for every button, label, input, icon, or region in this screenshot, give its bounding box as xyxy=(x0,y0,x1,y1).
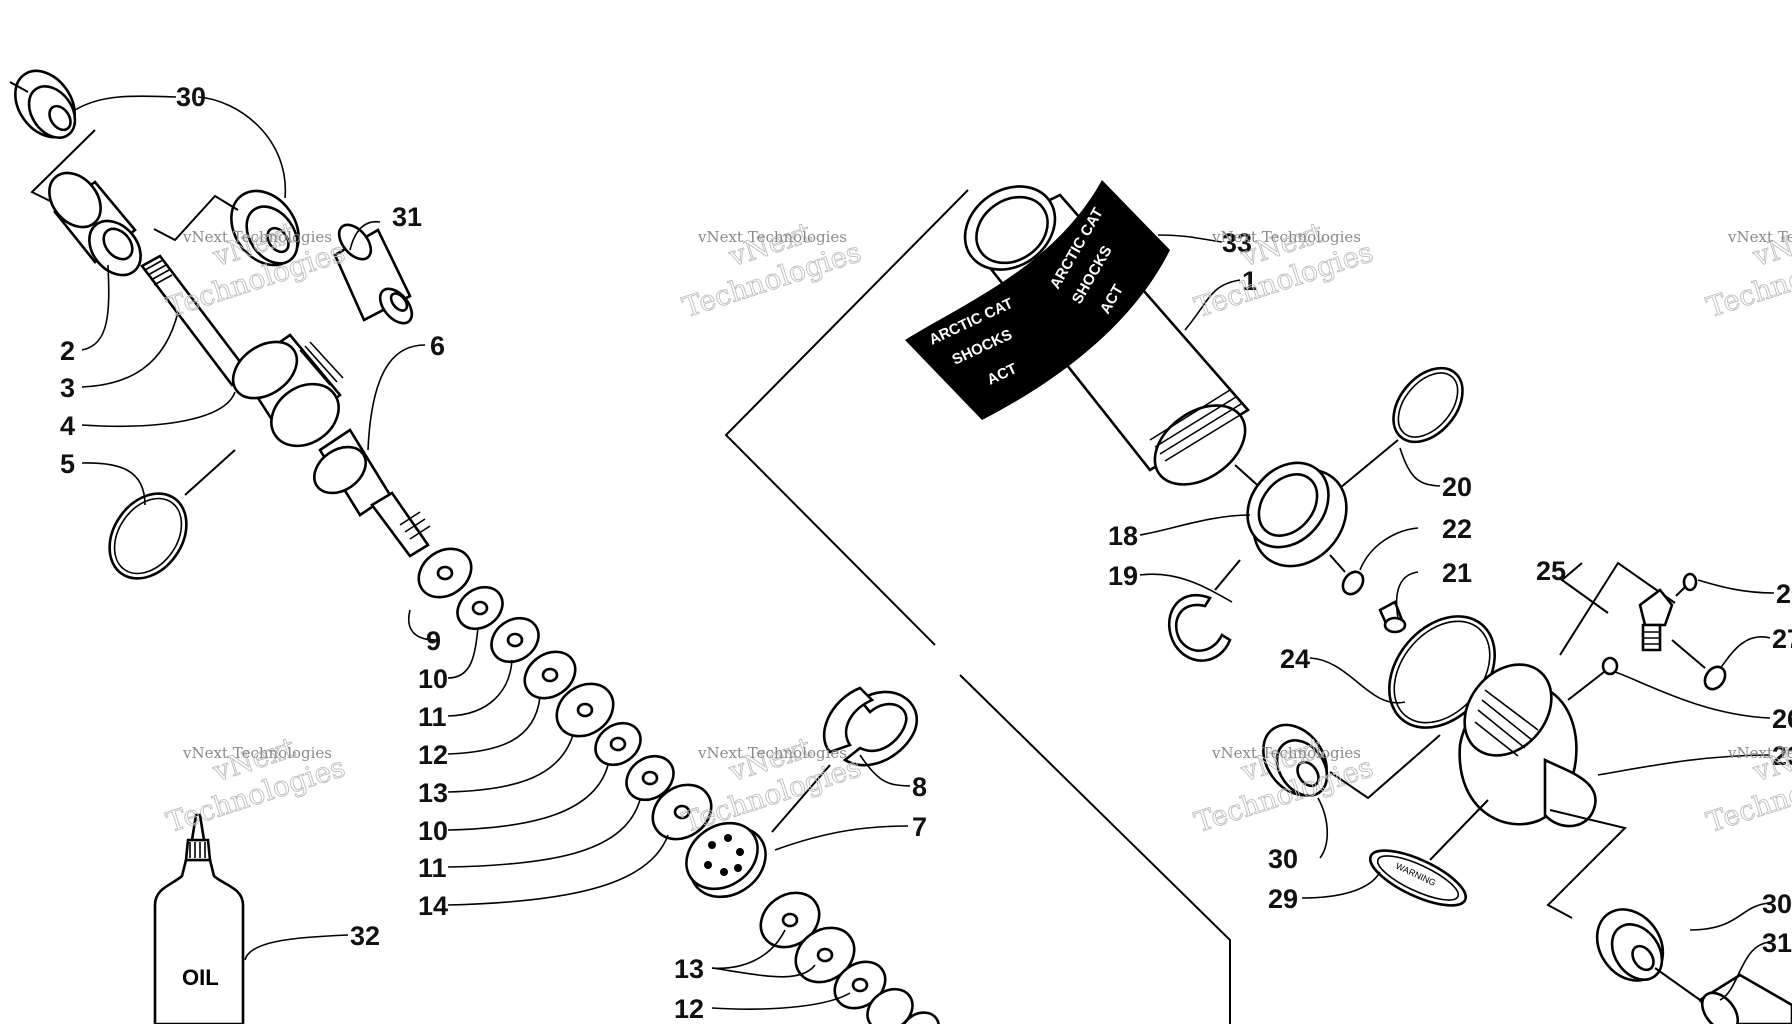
callout-2: 2 xyxy=(60,336,75,366)
callout-25: 25 xyxy=(1536,556,1566,586)
callout-14: 14 xyxy=(418,891,448,921)
callout-27: 27 xyxy=(1772,624,1792,654)
callout-21: 21 xyxy=(1442,558,1472,588)
callout-29: 29 xyxy=(1268,884,1298,914)
warning-label-29: WARNING xyxy=(1368,849,1468,907)
o-ring-5 xyxy=(108,492,188,580)
callout-22: 22 xyxy=(1442,514,1472,544)
callout-11b: 11 xyxy=(418,853,447,883)
callout-6: 6 xyxy=(430,331,445,361)
callout-13a: 13 xyxy=(418,778,448,808)
callout-19: 19 xyxy=(1108,561,1138,591)
callout-26: 26 xyxy=(1772,704,1792,734)
sleeve-31 xyxy=(333,223,414,325)
watermark-7-small: vNext Technologies xyxy=(1211,744,1361,762)
callout-10a: 10 xyxy=(418,664,448,694)
watermark-2: vNext Technologies xyxy=(678,215,865,324)
callout-24: 24 xyxy=(1280,644,1310,674)
bracket-line xyxy=(724,189,969,646)
callout-23: 23 xyxy=(1772,741,1792,771)
bumper-6 xyxy=(313,428,431,558)
sleeve-bottom-right xyxy=(1698,973,1792,1024)
shim-stack xyxy=(417,547,713,841)
callout-31a: 31 xyxy=(392,202,422,232)
bushing-2 xyxy=(48,171,142,277)
plug-26 xyxy=(1601,656,1619,676)
watermark-5: vNext Technologies xyxy=(162,730,349,839)
bushing-top-right xyxy=(230,189,300,267)
callout-12b: 12 xyxy=(674,994,704,1024)
callout-3: 3 xyxy=(60,373,75,403)
watermark-8: vNext Technologies xyxy=(1702,730,1792,839)
leader-lines xyxy=(74,95,1775,1010)
callout-11a: 11 xyxy=(418,702,447,732)
screw-21 xyxy=(1378,600,1407,634)
callout-12a: 12 xyxy=(418,740,448,770)
bearing-18 xyxy=(1246,461,1348,568)
callout-33: 33 xyxy=(1222,228,1252,258)
o-ring-27 xyxy=(1703,665,1727,691)
watermark-5-small: vNext Technologies xyxy=(182,744,332,762)
shock-body-assembly: ARCTIC CAT SHOCKS ACT ARCTIC CAT SHOCKS … xyxy=(905,180,1792,1024)
callout-30c: 30 xyxy=(1762,889,1792,919)
valve-fitting xyxy=(1638,588,1674,652)
callout-20: 20 xyxy=(1442,472,1472,502)
callout-1: 1 xyxy=(1242,266,1257,296)
split-ring-19 xyxy=(1167,594,1232,662)
callout-31b: 31 xyxy=(1762,928,1792,958)
bushing-right-middle xyxy=(1262,723,1329,797)
seal-housing-4 xyxy=(231,333,344,448)
callout-4: 4 xyxy=(60,411,75,441)
callout-30a: 30 xyxy=(176,82,206,112)
watermark-8-small: vNext Technologies xyxy=(1727,744,1792,762)
oil-label: OIL xyxy=(182,965,219,990)
callout-9: 9 xyxy=(426,626,441,656)
piston-ring-8 xyxy=(822,686,918,767)
shaft-assembly: OIL xyxy=(9,69,941,1024)
reservoir-cap-23 xyxy=(1458,663,1597,828)
screw-28 xyxy=(1675,572,1698,597)
callout-13b: 13 xyxy=(674,954,704,984)
callout-10b: 10 xyxy=(418,816,448,846)
bushing-bottom-right xyxy=(1595,908,1665,982)
callouts: 30 31 2 3 4 5 6 9 10 11 12 13 10 11 14 8… xyxy=(60,82,1792,1024)
watermark-4: vNext Technologies xyxy=(1702,215,1792,324)
o-ring-20 xyxy=(1392,366,1464,444)
callout-5: 5 xyxy=(60,449,75,479)
callout-8: 8 xyxy=(912,772,927,802)
watermark-3-small: vNext Technologies xyxy=(1211,228,1361,246)
o-ring-22 xyxy=(1341,570,1365,596)
callout-18: 18 xyxy=(1108,521,1138,551)
watermark-2-small: vNext Technologies xyxy=(697,228,847,246)
piston-7 xyxy=(685,821,767,899)
oil-bottle-32: OIL xyxy=(153,813,245,1024)
callout-28: 28 xyxy=(1776,579,1792,609)
callout-30b: 30 xyxy=(1268,844,1298,874)
watermark-6-small: vNext Technologies xyxy=(697,744,847,762)
callout-32: 32 xyxy=(350,921,380,951)
watermark-3: vNext Technologies xyxy=(1190,215,1377,324)
watermark-1-small: vNext Technologies xyxy=(182,228,332,246)
bushing-top-left xyxy=(14,69,77,139)
lower-shims xyxy=(759,891,941,1024)
watermark-4-small: vNext Technologies xyxy=(1727,228,1792,246)
callout-7: 7 xyxy=(912,812,927,842)
